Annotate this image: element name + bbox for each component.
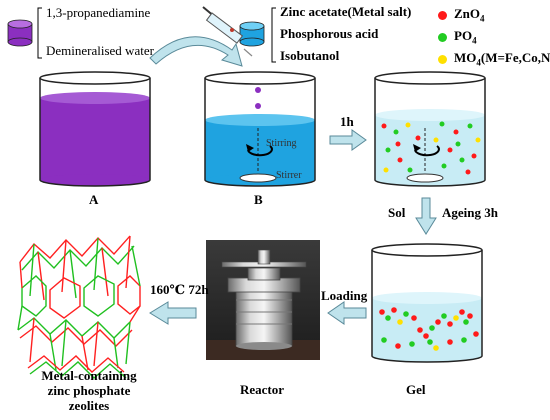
reagent-b-bracket (271, 7, 276, 63)
legend-dot-icon (438, 32, 447, 42)
reactor-photo (206, 240, 320, 360)
beaker-a-label: A (89, 192, 99, 207)
arrow-c-to-gel (415, 197, 437, 235)
legend-formula: ZnO (454, 6, 481, 21)
arrow-b-to-c (329, 129, 367, 151)
legend-item: MO4(M=Fe,Co,Ni) (438, 50, 550, 68)
step-hydrothermal: 160℃ 72h (150, 282, 209, 297)
beaker-a (39, 71, 151, 187)
reagent-a-bottle-icon (7, 19, 33, 47)
step-one-hour: 1h (340, 114, 354, 129)
reagent-b-line2: Phosphorous acid (280, 26, 379, 41)
gel-label: Gel (406, 382, 426, 397)
legend-formula: MO (454, 50, 477, 65)
arrow-reactor-to-zeolite (149, 301, 197, 325)
legend-formula: PO (454, 28, 473, 43)
step-sol: Sol (388, 205, 406, 220)
transfer-curved-arrow (149, 36, 243, 67)
arrow-gel-to-reactor (327, 301, 367, 325)
stirrer-bar (239, 173, 277, 183)
reagent-a-bracket (37, 7, 42, 59)
sol-particles (381, 121, 481, 175)
beaker-c (374, 71, 486, 187)
reactor-label: Reactor (240, 382, 285, 397)
product-line2: zinc phosphate (47, 383, 131, 398)
reagent-b-line3: Isobutanol (280, 48, 340, 63)
zeolite-framework (17, 235, 141, 379)
legend-subscript: 4 (476, 57, 481, 68)
product-line3: zeolites (68, 398, 110, 413)
gel-particles (379, 307, 479, 351)
beaker-gel (371, 243, 483, 363)
product-label: Metal-containing zinc phosphate zeolites (34, 368, 144, 413)
beaker-b (204, 71, 316, 187)
legend-subscript: 4 (472, 35, 477, 46)
reagent-b-bottle-icon (239, 21, 265, 47)
legend-dot-icon (438, 54, 447, 64)
stirring-label: Stirring (266, 138, 297, 149)
droplet (255, 87, 261, 93)
reagent-a-line1: 1,3-propanediamine (46, 5, 151, 20)
legend-dot-icon (438, 10, 447, 20)
reagent-b-line1: Zinc acetate(Metal salt) (280, 4, 412, 19)
legend-item: PO4 (438, 28, 477, 46)
legend-item: ZnO4 (438, 6, 485, 24)
stirrer-label: Stirrer (276, 170, 302, 181)
product-line1: Metal-containing (41, 368, 137, 383)
syringe-icon (202, 6, 253, 57)
droplet (255, 103, 261, 109)
reagent-a-line2: Demineralised water (46, 43, 154, 58)
step-ageing: Ageing 3h (442, 205, 498, 220)
beaker-b-label: B (254, 192, 263, 207)
legend-subscript: 4 (480, 13, 485, 24)
legend-suffix: (M=Fe,Co,Ni) (480, 50, 550, 65)
step-loading: Loading (321, 288, 368, 303)
